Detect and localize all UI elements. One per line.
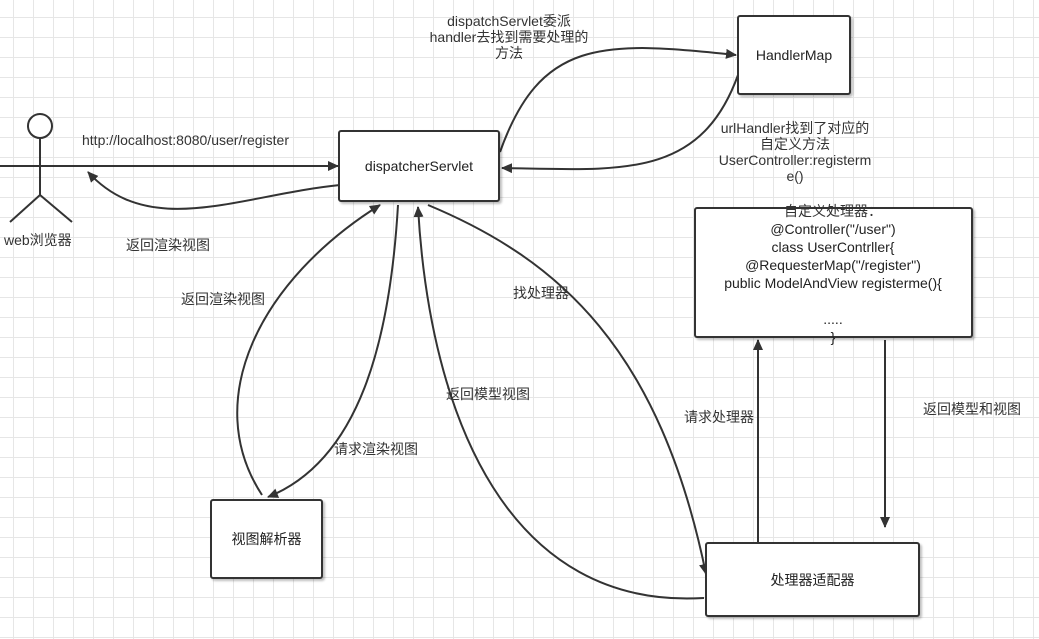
label-dispatch-handler-line2: handler去找到需要处理的 bbox=[429, 29, 589, 45]
label-return-model-view: 返回模型视图 bbox=[446, 386, 530, 402]
label-request-url: http://localhost:8080/user/register bbox=[82, 132, 290, 148]
label-url-handler-line1: urlHandler找到了对应的 bbox=[720, 120, 870, 136]
code-line bbox=[704, 292, 962, 310]
code-line: public ModelAndView registerme(){ bbox=[724, 275, 942, 291]
code-line: } bbox=[830, 329, 836, 345]
node-handler-adapter[interactable]: 处理器适配器 bbox=[705, 542, 920, 617]
node-dispatcher-servlet[interactable]: dispatcherServlet bbox=[338, 130, 500, 202]
node-handler-map[interactable]: HandlerMap bbox=[737, 15, 851, 95]
label-url-handler-line2: 自定义方法 bbox=[760, 136, 830, 152]
label-url-handler-found: urlHandler找到了对应的 自定义方法 UserController:re… bbox=[700, 120, 890, 184]
label-dispatch-handler-line1: dispatchServlet委派 bbox=[447, 13, 571, 29]
node-custom-handler[interactable] bbox=[694, 207, 973, 338]
label-request-render-view: 请求渲染视图 bbox=[334, 441, 418, 457]
custom-handler-title: 自定义处理器： bbox=[784, 203, 882, 219]
node-view-resolver[interactable]: 视图解析器 bbox=[210, 499, 323, 579]
edge-adapter-to-dispatcher bbox=[413, 206, 705, 600]
label-return-render-view: 返回渲染视图 bbox=[181, 291, 265, 307]
edge-dispatcher-to-browser bbox=[87, 171, 341, 210]
user-actor-figure bbox=[9, 113, 73, 223]
label-return-model-and-view: 返回模型和视图 bbox=[923, 401, 1021, 417]
edge-viewresolver-to-dispatcher bbox=[236, 204, 381, 496]
custom-handler-code: @Controller("/user") class UserContrller{… bbox=[704, 220, 962, 346]
code-line: @RequesterMap("/register") bbox=[745, 257, 921, 273]
label-url-handler-line4: e() bbox=[786, 168, 804, 184]
code-line: @Controller("/user") bbox=[770, 221, 896, 237]
actor-label: web浏览器 bbox=[4, 232, 72, 248]
label-return-render-view-browser: 返回渲染视图 bbox=[126, 237, 210, 253]
label-find-handler: 找处理器 bbox=[513, 285, 569, 301]
label-dispatch-handler-line3: 方法 bbox=[495, 45, 523, 61]
code-line: class UserContrller{ bbox=[771, 239, 895, 255]
edge-dispatcher-to-viewresolver bbox=[267, 204, 399, 498]
edge-dispatcher-to-adapter bbox=[427, 204, 709, 575]
edge-handlermap-to-dispatcher bbox=[501, 74, 739, 174]
label-url-handler-line3: UserController:registerm bbox=[718, 152, 872, 168]
label-dispatch-handler: dispatchServlet委派 handler去找到需要处理的 方法 bbox=[414, 13, 604, 61]
label-request-handler: 请求处理器 bbox=[684, 409, 754, 425]
code-line: ..... bbox=[823, 311, 843, 327]
edge-dispatcher-to-handlermap bbox=[499, 47, 737, 153]
